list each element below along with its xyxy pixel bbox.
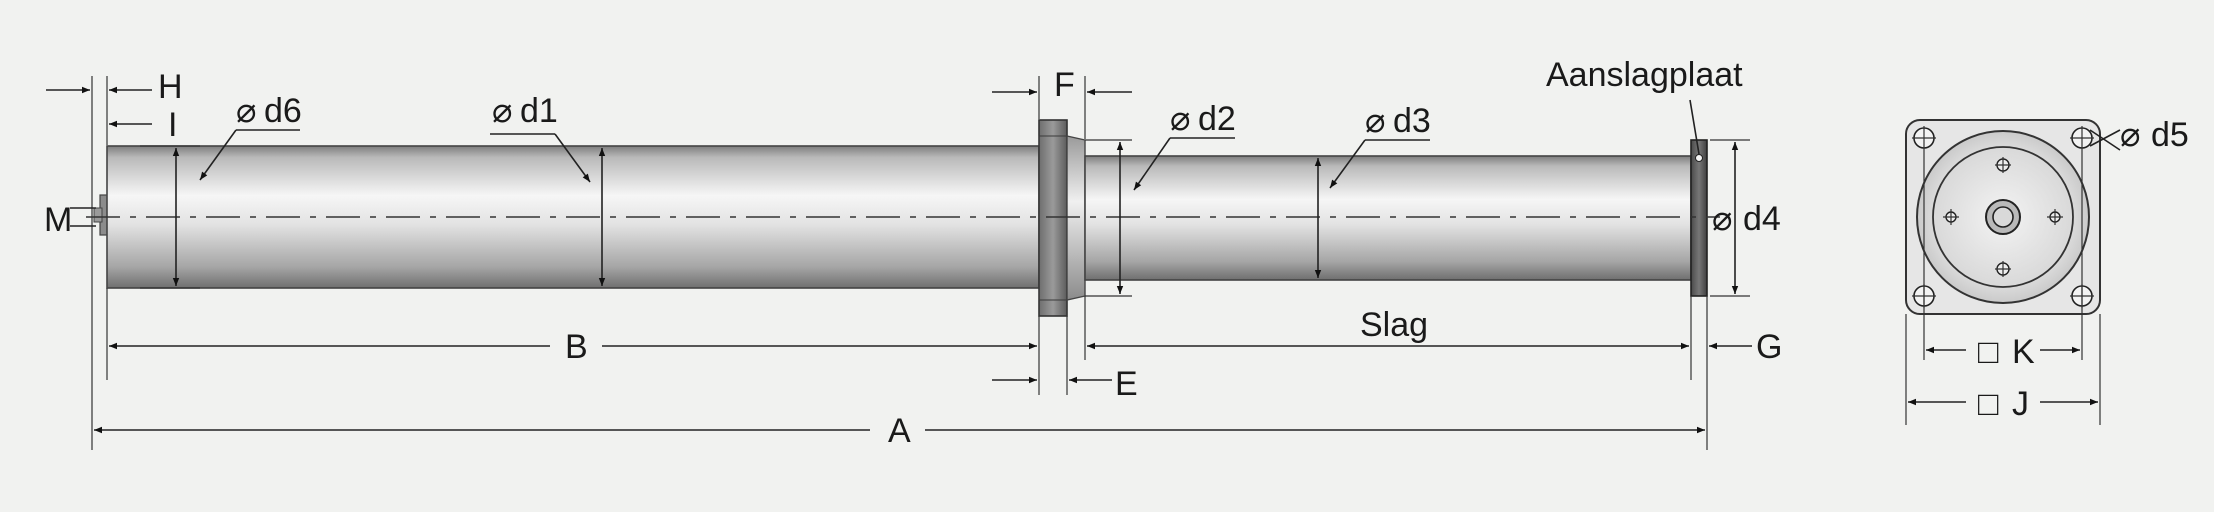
inner-tube xyxy=(1084,155,1692,281)
label-d6: d6 xyxy=(264,92,302,130)
label-E: E xyxy=(1115,365,1138,403)
side-view xyxy=(46,76,1752,450)
label-J: J xyxy=(2012,385,2029,423)
end-plate-bore-inner xyxy=(1992,206,2014,228)
square-symbol-K: □ xyxy=(1978,333,1999,371)
label-d4: d4 xyxy=(1743,200,1781,238)
label-F: F xyxy=(1054,66,1075,104)
diameter-symbol-d6: ⌀ xyxy=(236,92,256,130)
label-d5: d5 xyxy=(2151,116,2189,154)
label-d1: d1 xyxy=(520,92,558,130)
stop-plate-hole xyxy=(1695,154,1703,162)
neck xyxy=(1066,135,1086,301)
end-view xyxy=(1905,119,2121,425)
diameter-symbol-d5: ⌀ xyxy=(2120,116,2140,154)
label-A: A xyxy=(888,412,911,450)
label-d3: d3 xyxy=(1393,102,1431,140)
stop-plate xyxy=(1690,139,1708,297)
label-M: M xyxy=(44,201,72,239)
label-I: I xyxy=(168,106,177,144)
label-K: K xyxy=(2012,333,2035,371)
flange xyxy=(1038,119,1068,317)
label-B: B xyxy=(565,328,588,366)
end-cap-nub xyxy=(93,207,103,223)
label-slag: Slag xyxy=(1360,306,1428,344)
label-d2: d2 xyxy=(1198,100,1236,138)
square-symbol-J: □ xyxy=(1978,385,1999,423)
label-H: H xyxy=(158,68,183,106)
label-aanslagplaat: Aanslagplaat xyxy=(1546,56,1743,94)
diameter-symbol-d1: ⌀ xyxy=(492,92,512,130)
diameter-symbol-d3: ⌀ xyxy=(1365,102,1385,140)
label-G: G xyxy=(1756,328,1782,366)
bolt-circle-holes xyxy=(1943,157,2063,277)
end-plate-inner-ring xyxy=(1932,146,2074,288)
diameter-symbol-d4: ⌀ xyxy=(1712,200,1732,238)
diameter-symbol-d2: ⌀ xyxy=(1170,100,1190,138)
